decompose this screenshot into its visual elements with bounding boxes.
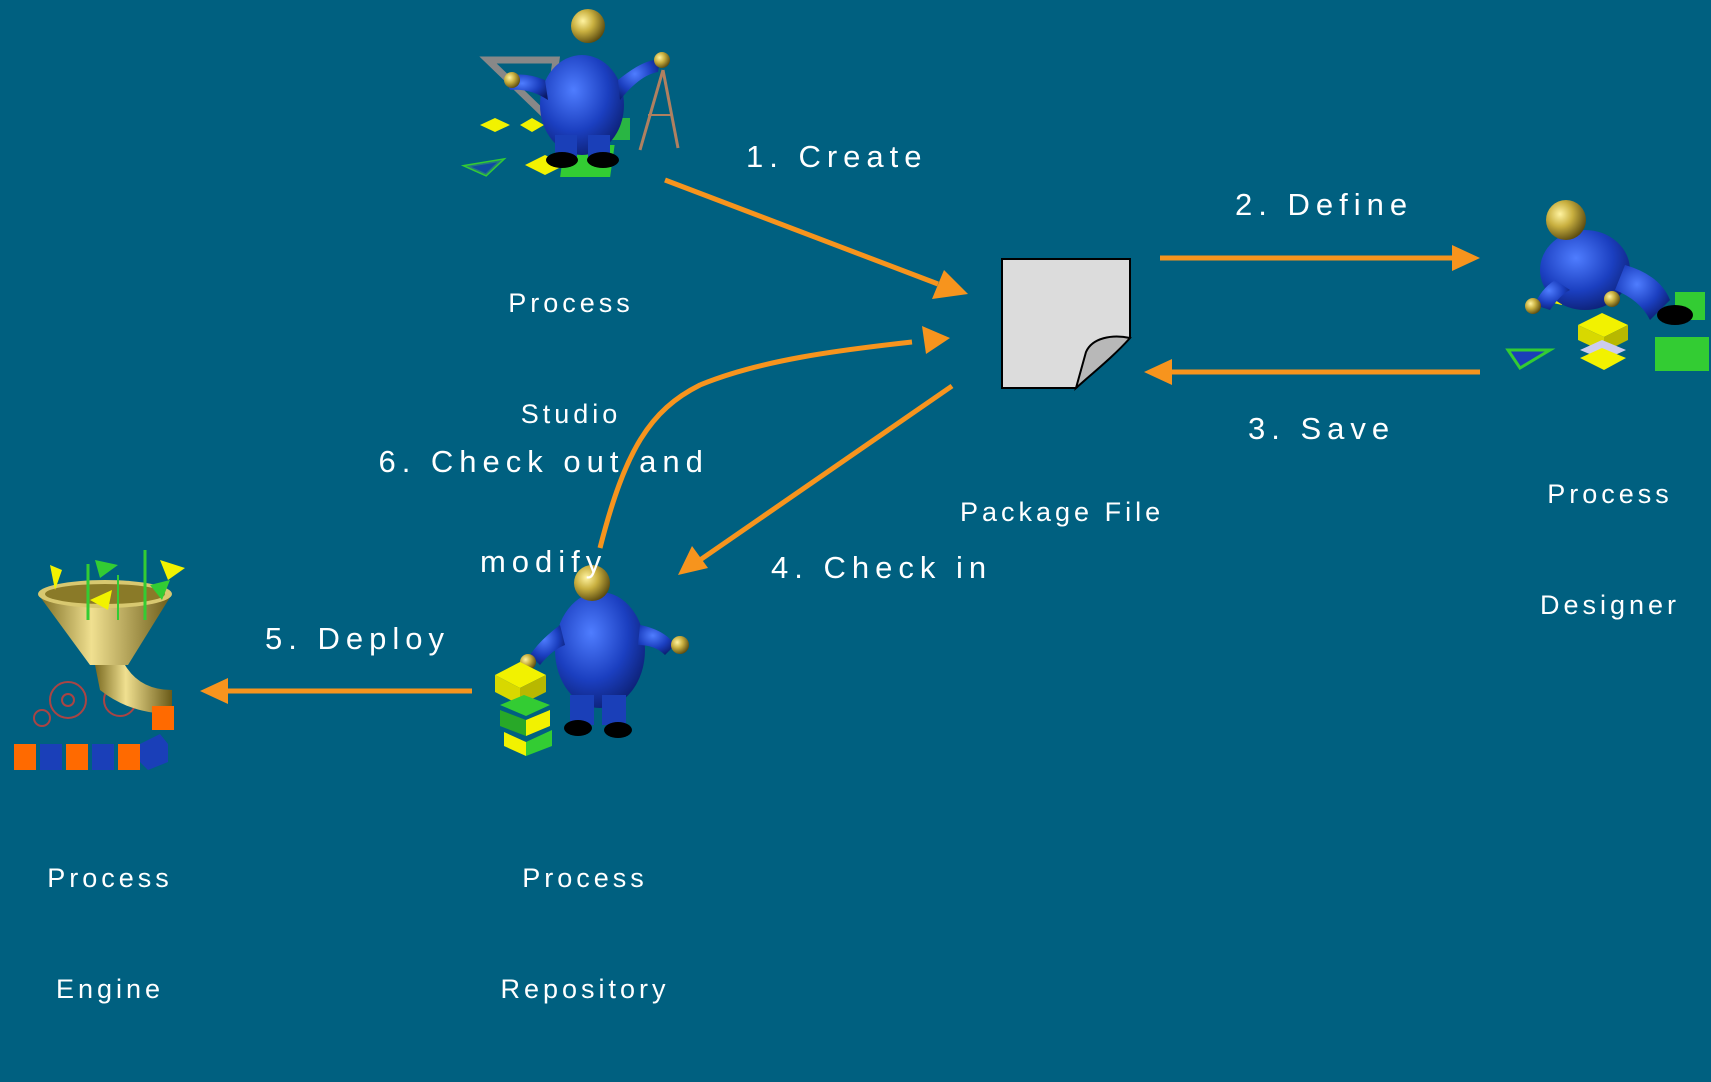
step-check-out-line1: 6. Check out and [378, 444, 709, 479]
diagram-canvas [14, 9, 1709, 770]
process-engine-line2: Engine [55, 974, 165, 1004]
process-designer-label: Process Designer [1530, 402, 1690, 698]
package-file-line1: Package File [960, 497, 1165, 527]
arrow-check-in [678, 383, 954, 575]
step-save-label: 3. Save [1248, 411, 1396, 446]
process-studio-line2: Studio [520, 399, 622, 429]
designer-kneeling-icon [1505, 200, 1709, 371]
arrow-save [1144, 359, 1480, 385]
arrow-deploy [200, 678, 472, 704]
step-deploy-label: 5. Deploy [265, 621, 450, 656]
process-studio-line1: Process [508, 288, 634, 318]
designer-with-tools-icon [460, 9, 680, 177]
process-engine-line1: Process [47, 863, 173, 893]
step-check-out-line2: modify [479, 544, 608, 579]
document-icon [1001, 258, 1132, 392]
step-check-in-label: 4. Check in [771, 550, 993, 585]
step-define-label: 2. Define [1235, 187, 1414, 222]
process-designer-line1: Process [1547, 479, 1673, 509]
package-file-label: Package File [960, 420, 1160, 605]
repository-figure-icon [495, 565, 689, 756]
funnel-engine-icon [14, 550, 185, 770]
process-lifecycle-diagram: 1. Create 2. Define 3. Save 4. Check in … [14, 9, 1709, 1004]
process-designer-line2: Designer [1539, 590, 1681, 620]
process-repository-line2: Repository [500, 974, 670, 1004]
arrow-define [1160, 245, 1480, 271]
process-studio-label: Process Studio [496, 211, 646, 507]
arrow-check-out [597, 326, 950, 549]
step-check-out-label: 6. Check out and modify [320, 387, 709, 637]
step-create-label: 1. Create [746, 139, 928, 174]
process-repository-line1: Process [522, 863, 648, 893]
process-repository-label: Process Repository [500, 786, 670, 1082]
arrow-create [664, 177, 968, 299]
process-engine-label: Process Engine [30, 786, 190, 1082]
